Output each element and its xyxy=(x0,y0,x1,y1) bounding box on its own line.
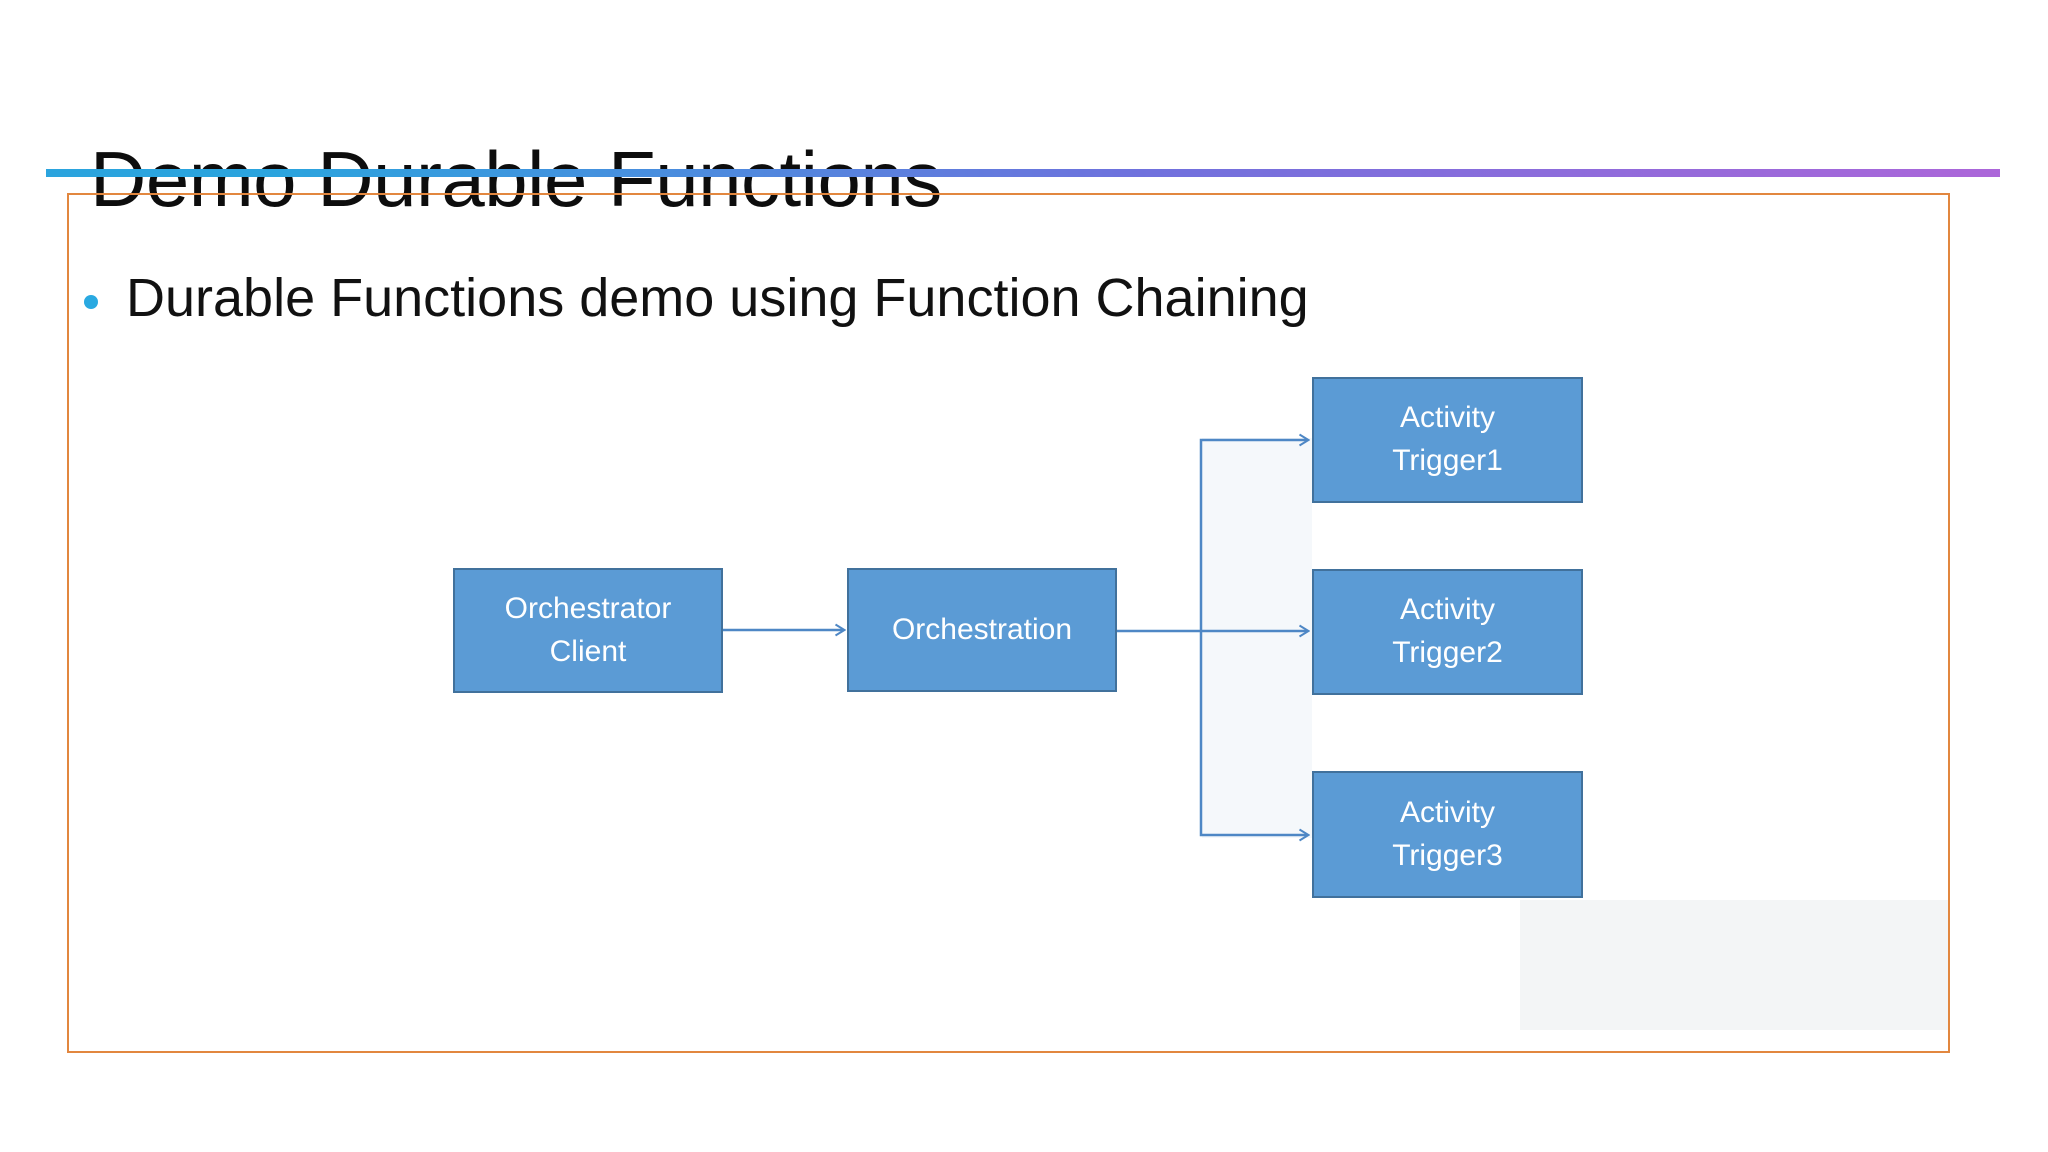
node-label-line: Trigger2 xyxy=(1392,636,1503,669)
bullet-text: Durable Functions demo using Function Ch… xyxy=(126,268,1309,328)
content-frame-border xyxy=(67,193,1950,1053)
node-activity-trigger-2: Activity Trigger2 xyxy=(1312,569,1583,695)
node-activity-trigger-3: Activity Trigger3 xyxy=(1312,771,1583,898)
node-label-line: Activity xyxy=(1399,593,1495,627)
node-label-line: Trigger1 xyxy=(1392,444,1503,477)
faint-background-tint xyxy=(1202,438,1312,838)
node-label-line: Activity xyxy=(1399,795,1495,829)
bullet-icon xyxy=(84,295,98,309)
node-label-line: Client xyxy=(549,634,627,668)
node-orchestrator-client: Orchestrator Client xyxy=(453,568,723,693)
bullet-item: Durable Functions demo using Function Ch… xyxy=(84,267,1309,329)
title-underline-gradient xyxy=(46,169,2000,177)
node-orchestration: Orchestration xyxy=(847,568,1117,692)
node-label-line: Trigger3 xyxy=(1392,838,1503,872)
page-title: Demo Durable Functions xyxy=(90,135,942,224)
faint-corner-tint xyxy=(1520,900,1948,1030)
node-label-line: Activity xyxy=(1399,401,1495,435)
node-label-line: Orchestration xyxy=(891,612,1073,646)
node-label-line: Orchestrator xyxy=(504,591,672,625)
node-activity-trigger-1: Activity Trigger1 xyxy=(1312,377,1583,503)
